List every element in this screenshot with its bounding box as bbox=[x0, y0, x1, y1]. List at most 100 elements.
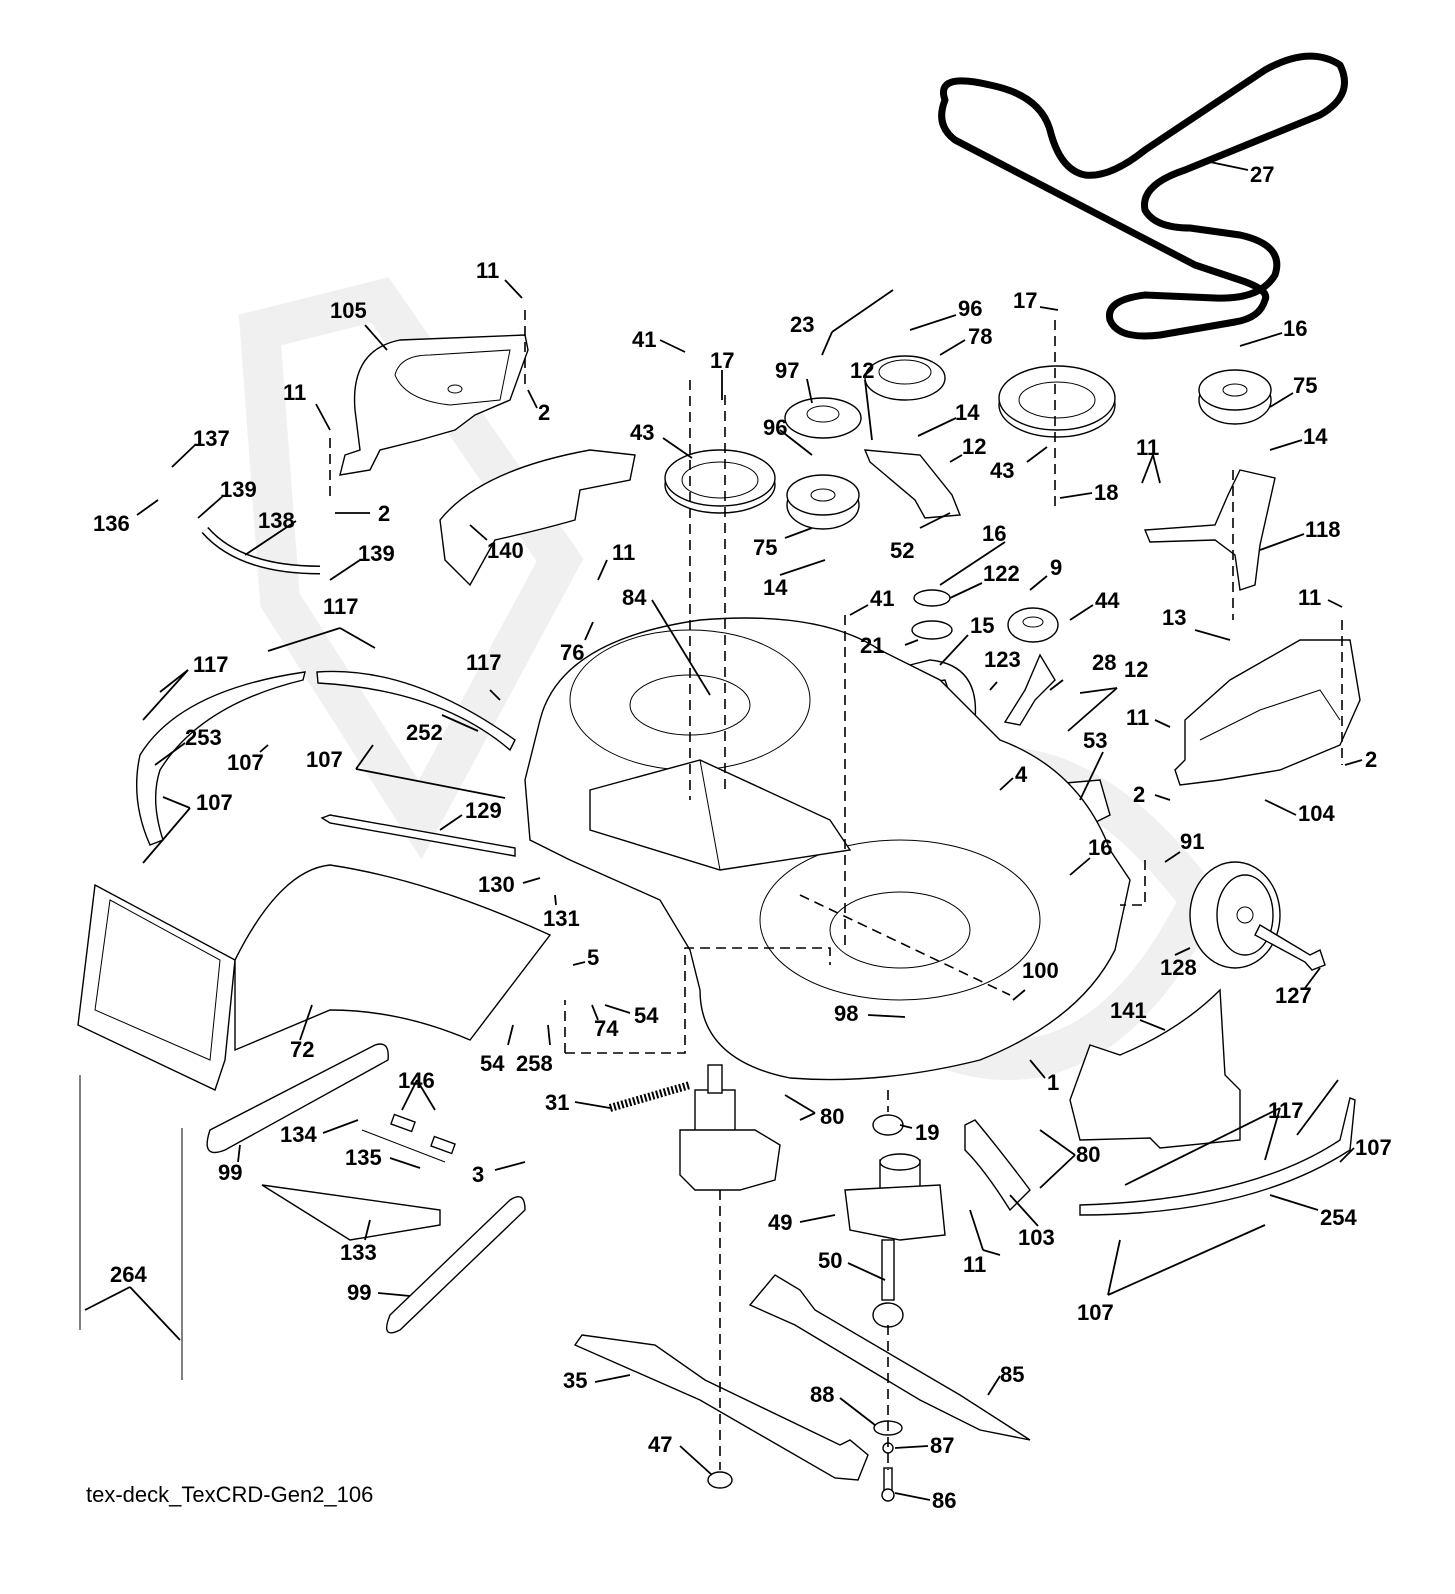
callout-18[interactable]: 18 bbox=[1094, 480, 1118, 505]
callout-2[interactable]: 2 bbox=[538, 400, 550, 425]
callout-129[interactable]: 129 bbox=[465, 798, 502, 823]
callout-99[interactable]: 99 bbox=[347, 1280, 371, 1305]
callout-75[interactable]: 75 bbox=[1293, 373, 1317, 398]
spindle-assembly-left[interactable] bbox=[679, 1064, 781, 1191]
wheel-128[interactable] bbox=[1189, 861, 1281, 969]
callout-128[interactable]: 128 bbox=[1160, 955, 1197, 980]
idler-arm-bracket[interactable] bbox=[1143, 469, 1276, 591]
callout-139[interactable]: 139 bbox=[220, 477, 257, 502]
arm-99-lower[interactable] bbox=[386, 1196, 526, 1334]
callout-3[interactable]: 3 bbox=[472, 1162, 484, 1187]
callout-54[interactable]: 54 bbox=[634, 1003, 659, 1028]
callout-137[interactable]: 137 bbox=[193, 426, 230, 451]
idler-arm[interactable] bbox=[863, 449, 962, 519]
discharge-chute[interactable] bbox=[77, 864, 552, 1091]
callout-12[interactable]: 12 bbox=[962, 434, 986, 459]
callout-139[interactable]: 139 bbox=[358, 541, 395, 566]
callout-44[interactable]: 44 bbox=[1095, 588, 1120, 613]
belt-cover-left[interactable] bbox=[339, 334, 529, 476]
bumper-252[interactable] bbox=[316, 670, 516, 752]
callout-104[interactable]: 104 bbox=[1298, 801, 1335, 826]
callout-11[interactable]: 11 bbox=[612, 540, 635, 565]
callout-130[interactable]: 130 bbox=[478, 872, 515, 897]
callout-16[interactable]: 16 bbox=[982, 521, 1006, 546]
springs-146[interactable] bbox=[390, 1113, 456, 1155]
callout-28[interactable]: 28 bbox=[1092, 650, 1116, 675]
callout-133[interactable]: 133 bbox=[340, 1240, 377, 1265]
callout-11[interactable]: 11 bbox=[1136, 435, 1159, 460]
callout-35[interactable]: 35 bbox=[563, 1368, 587, 1393]
callout-117[interactable]: 117 bbox=[466, 650, 502, 675]
deck-belt[interactable] bbox=[938, 52, 1348, 340]
axle-bolt-127[interactable] bbox=[1254, 924, 1326, 971]
callout-91[interactable]: 91 bbox=[1180, 829, 1204, 854]
callout-80[interactable]: 80 bbox=[1076, 1142, 1100, 1167]
callout-14[interactable]: 14 bbox=[1303, 424, 1328, 449]
pulley-97[interactable] bbox=[784, 397, 862, 439]
callout-17[interactable]: 17 bbox=[1013, 288, 1037, 313]
callout-146[interactable]: 146 bbox=[398, 1068, 435, 1093]
callout-11[interactable]: 11 bbox=[1126, 705, 1149, 730]
callout-258[interactable]: 258 bbox=[516, 1051, 553, 1076]
callout-47[interactable]: 47 bbox=[648, 1432, 672, 1457]
callout-107[interactable]: 107 bbox=[306, 747, 343, 772]
callout-50[interactable]: 50 bbox=[818, 1248, 842, 1273]
callout-11[interactable]: 11 bbox=[283, 380, 306, 405]
callout-13[interactable]: 13 bbox=[1162, 605, 1186, 630]
callout-5[interactable]: 5 bbox=[587, 945, 599, 970]
pulley-44[interactable] bbox=[1007, 607, 1059, 643]
blade-85[interactable] bbox=[748, 1274, 1031, 1441]
belt-cover-right[interactable] bbox=[1174, 639, 1361, 786]
callout-254[interactable]: 254 bbox=[1320, 1205, 1357, 1230]
pulley-75-left[interactable] bbox=[786, 474, 860, 530]
washer-47[interactable] bbox=[707, 1471, 733, 1489]
pulley-43-left[interactable] bbox=[664, 449, 776, 514]
callout-43[interactable]: 43 bbox=[990, 458, 1014, 483]
callout-118[interactable]: 118 bbox=[1305, 517, 1341, 542]
callout-19[interactable]: 19 bbox=[915, 1120, 939, 1145]
callout-12[interactable]: 12 bbox=[850, 358, 874, 383]
callout-264[interactable]: 264 bbox=[110, 1262, 147, 1287]
callout-131[interactable]: 131 bbox=[543, 906, 580, 931]
pulley-78[interactable] bbox=[864, 355, 946, 401]
callout-14[interactable]: 14 bbox=[763, 575, 788, 600]
callout-136[interactable]: 136 bbox=[93, 511, 130, 536]
callout-27[interactable]: 27 bbox=[1250, 162, 1274, 187]
guard-103[interactable] bbox=[964, 1119, 1031, 1212]
callout-117[interactable]: 117 bbox=[323, 594, 359, 619]
callout-2[interactable]: 2 bbox=[1133, 782, 1145, 807]
callout-253[interactable]: 253 bbox=[185, 725, 222, 750]
callout-135[interactable]: 135 bbox=[345, 1145, 382, 1170]
bearing-19[interactable] bbox=[872, 1114, 904, 1136]
shield-141[interactable] bbox=[1069, 988, 1241, 1149]
callout-105[interactable]: 105 bbox=[330, 298, 367, 323]
callout-2[interactable]: 2 bbox=[378, 501, 390, 526]
callout-9[interactable]: 9 bbox=[1050, 555, 1062, 580]
callout-11[interactable]: 11 bbox=[476, 258, 499, 283]
callout-23[interactable]: 23 bbox=[790, 312, 814, 337]
callout-86[interactable]: 86 bbox=[932, 1488, 956, 1513]
callout-84[interactable]: 84 bbox=[622, 585, 647, 610]
bracket-28[interactable] bbox=[1003, 653, 1056, 726]
callout-99[interactable]: 99 bbox=[218, 1160, 242, 1185]
callout-53[interactable]: 53 bbox=[1083, 728, 1107, 753]
callout-11[interactable]: 11 bbox=[963, 1252, 986, 1277]
callout-87[interactable]: 87 bbox=[930, 1433, 954, 1458]
pulley-43-right[interactable] bbox=[998, 365, 1116, 438]
callout-4[interactable]: 4 bbox=[1015, 762, 1028, 787]
callout-16[interactable]: 16 bbox=[1088, 835, 1112, 860]
callout-140[interactable]: 140 bbox=[487, 538, 524, 563]
spindle-housing-49[interactable] bbox=[844, 1153, 946, 1241]
callout-41[interactable]: 41 bbox=[870, 586, 894, 611]
callout-97[interactable]: 97 bbox=[775, 358, 799, 383]
washer-21[interactable] bbox=[911, 620, 953, 640]
callout-100[interactable]: 100 bbox=[1022, 958, 1059, 983]
bumper-253[interactable] bbox=[136, 671, 306, 846]
callout-14[interactable]: 14 bbox=[955, 400, 980, 425]
callout-107[interactable]: 107 bbox=[1355, 1135, 1392, 1160]
mower-deck[interactable] bbox=[524, 617, 1131, 1081]
callout-252[interactable]: 252 bbox=[406, 720, 443, 745]
callout-17[interactable]: 17 bbox=[710, 348, 734, 373]
callout-49[interactable]: 49 bbox=[768, 1210, 792, 1235]
callout-74[interactable]: 74 bbox=[594, 1016, 619, 1041]
